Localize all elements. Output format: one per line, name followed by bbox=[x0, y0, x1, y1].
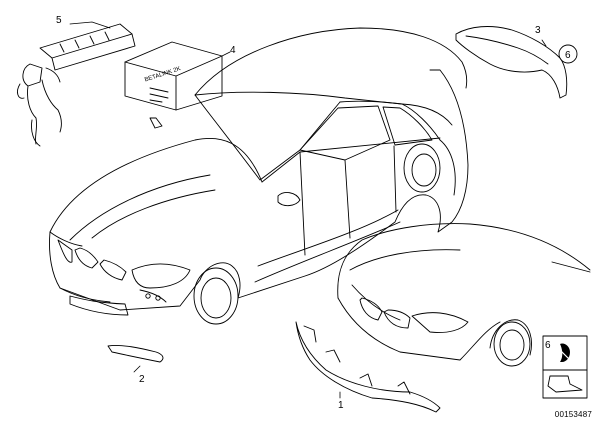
part-1-splitter bbox=[295, 321, 441, 413]
part-2-trim bbox=[107, 345, 164, 363]
callout-2: 2 bbox=[139, 374, 145, 385]
part-4-box bbox=[124, 41, 223, 111]
callout-6-box: 6 bbox=[545, 340, 551, 351]
document-id: 00153487 bbox=[554, 410, 592, 419]
part-3-spoiler bbox=[455, 26, 568, 99]
leader-lines bbox=[69, 21, 547, 399]
callout-5: 5 bbox=[56, 15, 62, 26]
callout-1: 1 bbox=[338, 400, 344, 411]
sedan-detail bbox=[337, 223, 591, 367]
part-5-wiring bbox=[17, 23, 136, 147]
part-6-box bbox=[542, 335, 588, 399]
callout-6-circled: 6 bbox=[565, 50, 571, 61]
callout-4: 4 bbox=[230, 45, 236, 56]
callout-6-circle bbox=[558, 44, 578, 64]
callout-3: 3 bbox=[535, 25, 541, 36]
sedan-main bbox=[49, 27, 469, 325]
